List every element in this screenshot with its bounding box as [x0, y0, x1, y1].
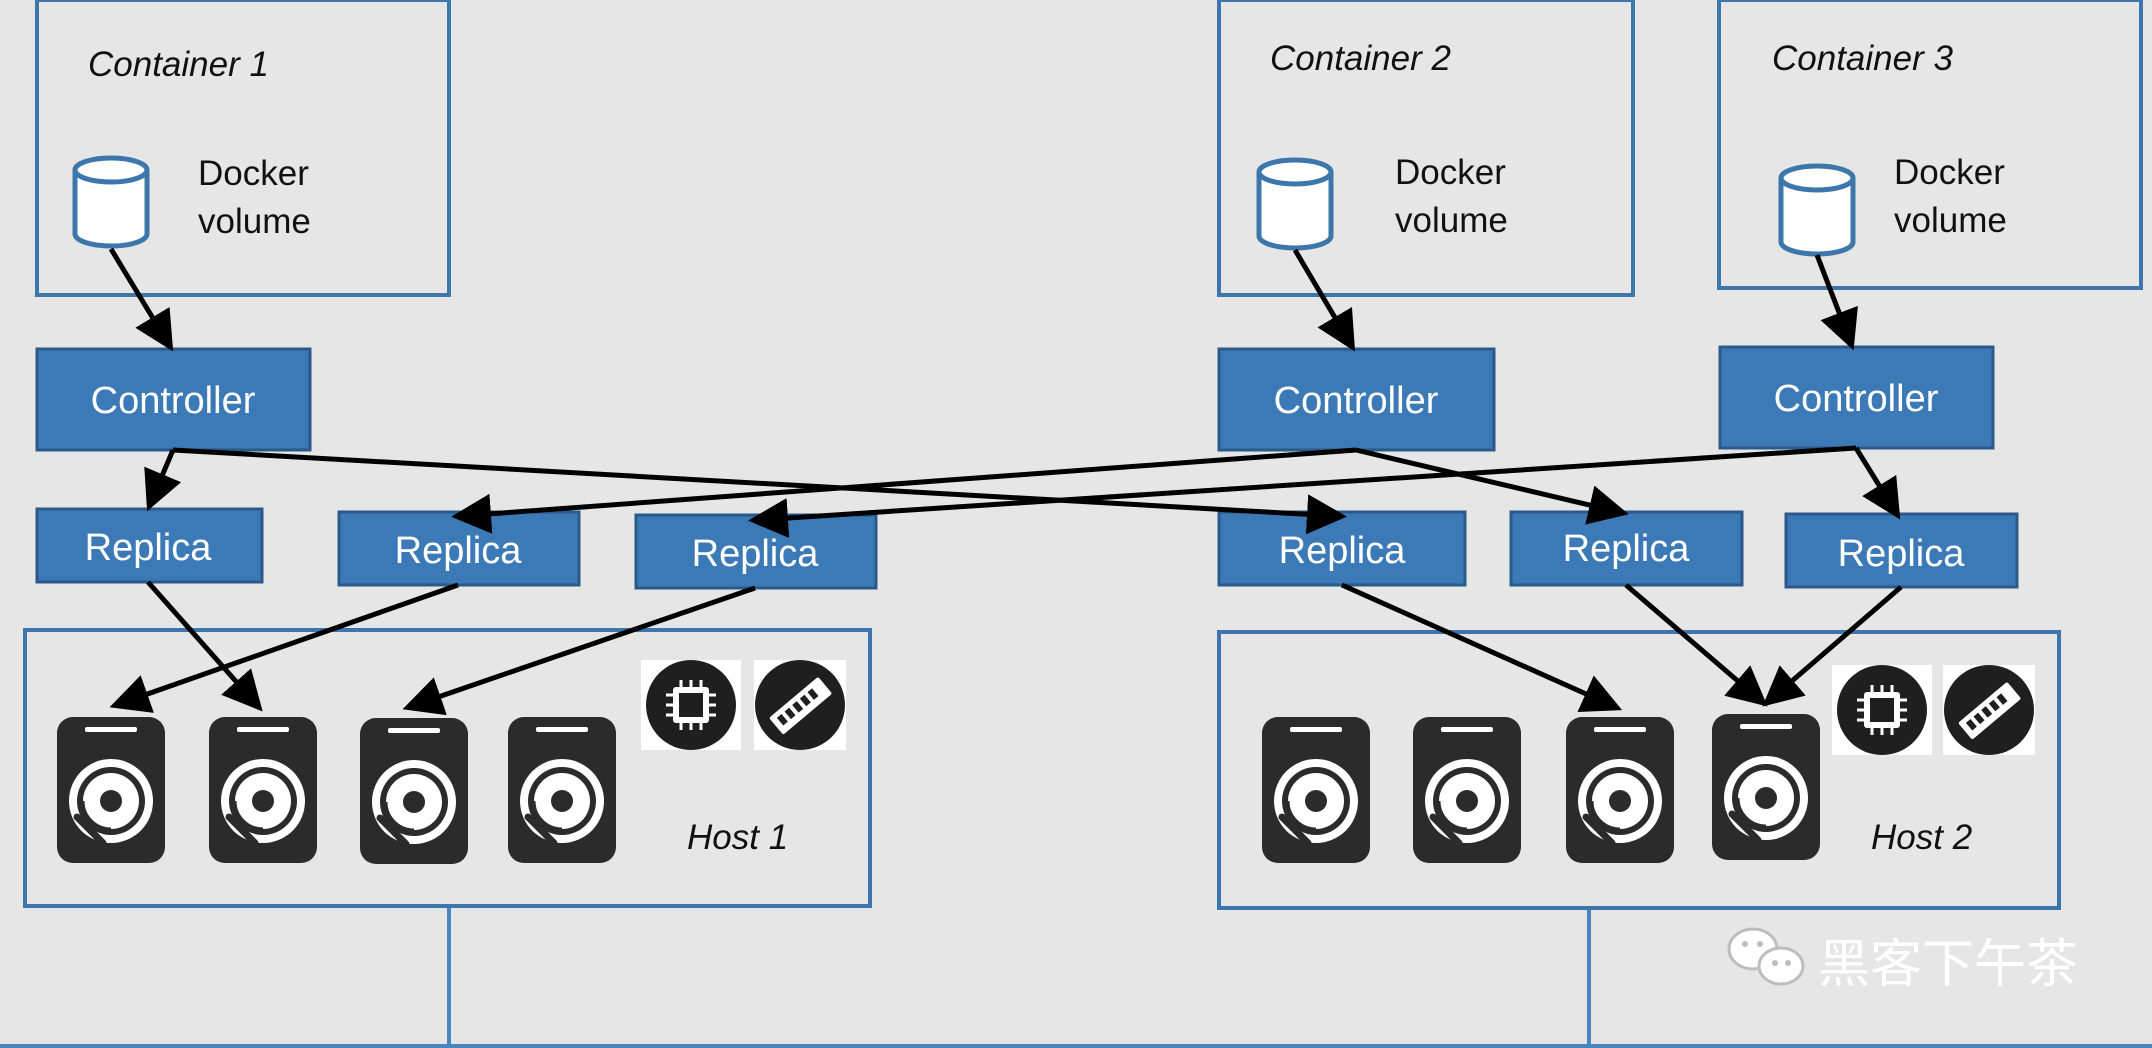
replica-2: Replica [337, 510, 581, 587]
volume-label-line1: Docker [198, 154, 309, 193]
wechat-icon [1727, 927, 1805, 986]
controller-2: Controller [1217, 347, 1496, 452]
controller-label: Controller [1774, 378, 1939, 420]
hard-disk-icon [1262, 717, 1370, 863]
replica-4: Replica [1217, 510, 1467, 587]
container-2-label: Container 2 [1270, 39, 1451, 78]
ram-icon [754, 660, 846, 750]
host-2-label: Host 2 [1871, 818, 1972, 857]
hard-disk-icon [1413, 717, 1521, 863]
container-1: Container 1 Docker volume [35, 0, 451, 297]
arrow-controller-to-replica [451, 447, 1357, 534]
arrow-controller-to-replica [748, 445, 1857, 538]
container-2: Container 2 Docker volume [1217, 0, 1635, 297]
arrow-replica-to-disk [1624, 583, 1768, 707]
arrow-replica-to-disk [109, 582, 459, 713]
replica-label: Replica [395, 530, 523, 572]
arrow-controller-to-replica [172, 447, 1347, 535]
volume-label-line2: volume [198, 202, 311, 241]
replica-label: Replica [1563, 528, 1691, 570]
controller-3: Controller [1718, 345, 1995, 450]
arrow-volume-to-controller [1814, 254, 1858, 351]
arrow-replica-to-disk [1340, 582, 1623, 713]
controller-label: Controller [1274, 380, 1439, 422]
replica-3: Replica [634, 513, 878, 590]
volume-label-line1: Docker [1894, 153, 2005, 192]
arrow-controller-to-replica [1853, 446, 1901, 520]
replica-label: Replica [1279, 530, 1407, 572]
hard-disk-icon [360, 718, 468, 864]
arrow-controller-to-replica [144, 449, 182, 512]
replica-label: Replica [1838, 533, 1966, 575]
volume-label-line1: Docker [1395, 153, 1506, 192]
cpu-icon [1830, 663, 1934, 757]
hard-disk-icon [1712, 714, 1820, 860]
replica-6: Replica [1784, 512, 2019, 589]
arrow-replica-to-disk [146, 580, 263, 712]
container-1-label: Container 1 [88, 45, 269, 84]
watermark-text: 黑客下午茶 [1818, 935, 2078, 995]
volume-label-line2: volume [1395, 201, 1508, 240]
arrow-replica-to-disk [402, 585, 756, 716]
watermark: 黑客下午茶 [1727, 927, 2078, 995]
controller-1: Controller [35, 347, 312, 452]
docker-volume-icon [1778, 163, 1856, 257]
arrow-volume-to-controller [1292, 248, 1356, 352]
host-2: Host 2 [1217, 630, 2061, 910]
replica-1: Replica [35, 507, 264, 584]
hard-disk-icon [209, 717, 317, 863]
hard-disk-icon [1566, 717, 1674, 863]
replica-5: Replica [1509, 510, 1744, 587]
arrow-controller-to-replica [1355, 447, 1629, 525]
hard-disk-icon [57, 717, 165, 863]
replica-label: Replica [85, 527, 213, 569]
container-3-label: Container 3 [1772, 39, 1953, 78]
cpu-icon [639, 658, 743, 752]
host-1-label: Host 1 [687, 818, 788, 857]
hard-disk-icon [508, 717, 616, 863]
container-3: Container 3 Docker volume [1717, 0, 2143, 290]
host-1: Host 1 [23, 628, 872, 908]
arrows [108, 247, 1903, 716]
ram-icon [1943, 665, 2035, 755]
replica-label: Replica [692, 533, 820, 575]
arrow-volume-to-controller [108, 247, 174, 352]
docker-volume-icon [1256, 157, 1334, 251]
arrow-replica-to-disk [1762, 585, 1903, 707]
docker-volume-icon [72, 155, 150, 249]
volume-label-line2: volume [1894, 201, 2007, 240]
controller-label: Controller [91, 380, 256, 422]
